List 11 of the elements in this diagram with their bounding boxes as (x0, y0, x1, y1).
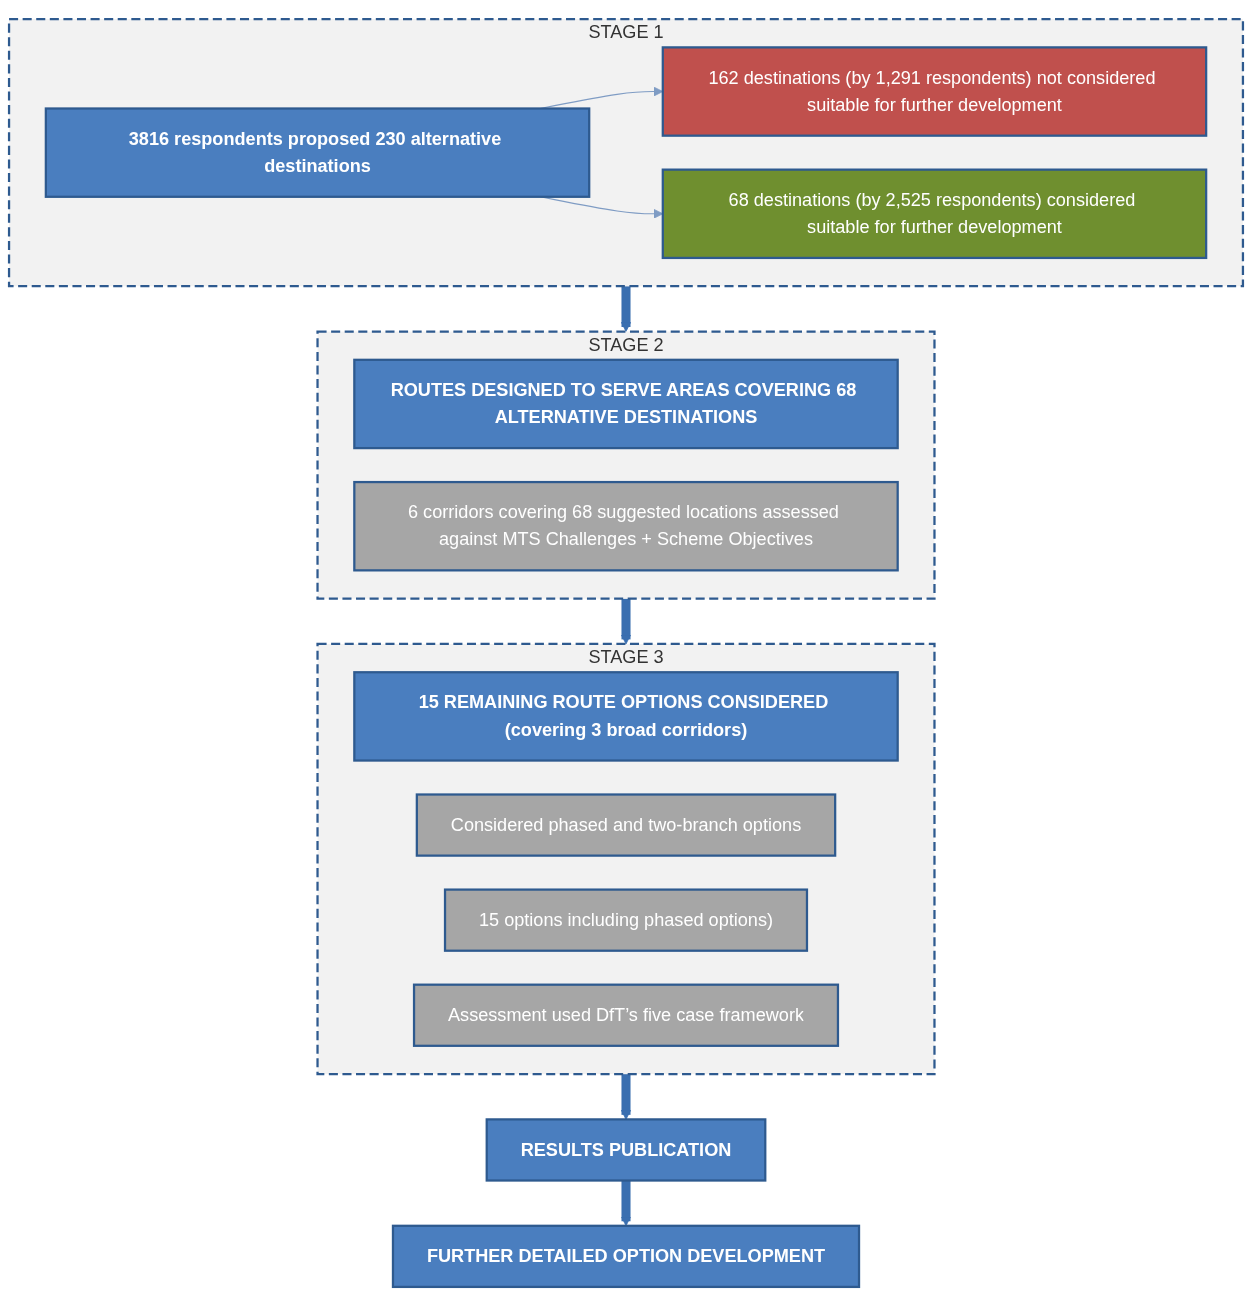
node-box: ROUTES DESIGNED TO SERVE AREAS COVERING 68 ALTERNATIVE DESTINATIONS (353, 358, 899, 450)
node-box: FURTHER DETAILED OPTION DEVELOPMENT (391, 1224, 861, 1289)
node-box: 15 options including phased options) (443, 888, 809, 952)
node-box: Considered phased and two-branch options (415, 793, 837, 857)
node-box: 6 corridors covering 68 suggested locations assessed against MTS Challenges + Scheme Objectives (353, 480, 899, 572)
node-box: 15 REMAINING ROUTE OPTIONS CONSIDERED (covering 3 broad corridors) (353, 671, 899, 762)
node-box: 3816 respondents proposed 230 alternative destinations (44, 107, 591, 198)
node-box: 68 destinations (by 2,525 respondents) considered suitable for further development (661, 168, 1208, 260)
node-box: 162 destinations (by 1,291 respondents) not considered suitable for further development (661, 46, 1208, 137)
node-box: RESULTS PUBLICATION (485, 1118, 767, 1182)
node-box: Assessment used DfT’s five case framework (412, 983, 840, 1047)
